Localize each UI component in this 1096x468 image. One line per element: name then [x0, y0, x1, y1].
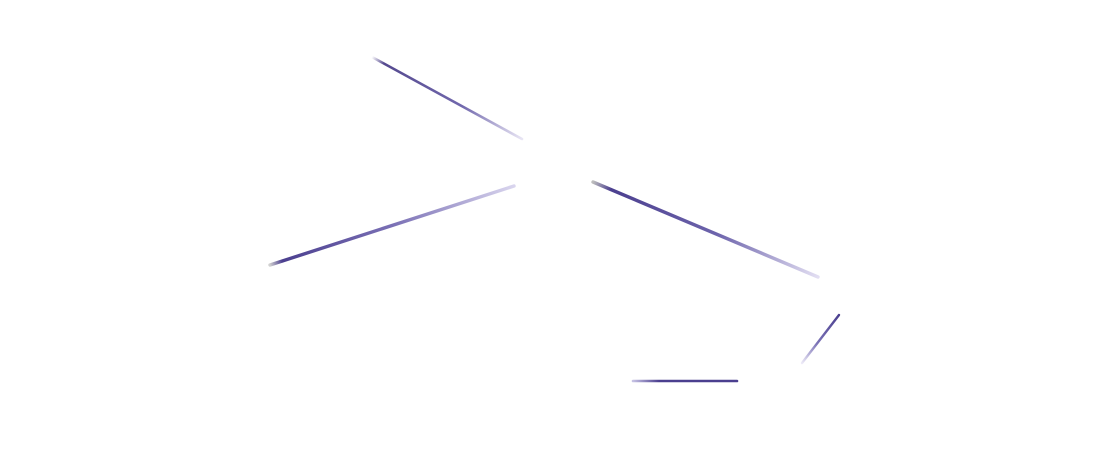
edge-1: [370, 55, 524, 141]
edge-2: [268, 184, 516, 267]
edge-3: [591, 180, 820, 279]
edge-4: [800, 313, 841, 365]
